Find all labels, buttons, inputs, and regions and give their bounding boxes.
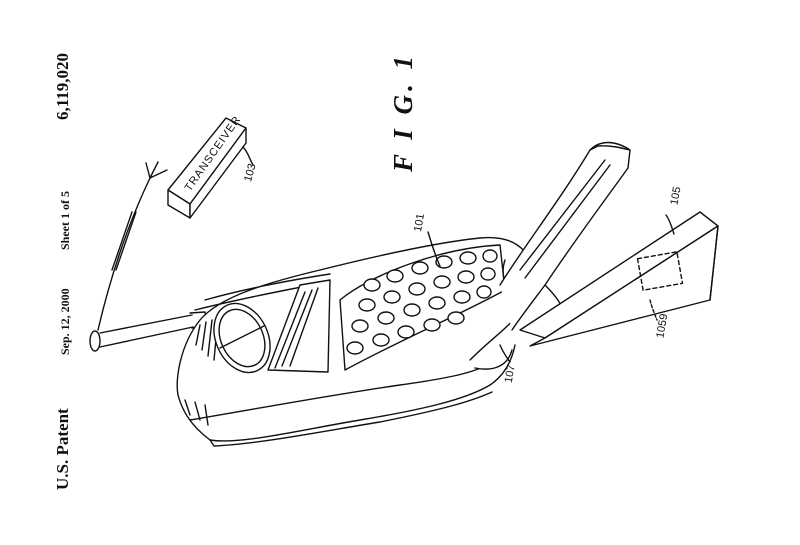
antenna [89,311,208,352]
ref-card-chip: 1059 [654,313,670,339]
keypad [339,244,506,371]
ref-keypad: 101 [412,213,427,233]
ref-transceiver: 103 [242,162,258,183]
smart-card [519,211,719,347]
ref-hinge: 107 [503,364,518,384]
transceiver-box: TRANSCEIVER [167,114,247,219]
flip-lid [469,141,631,370]
leader-103 [242,146,254,166]
ref-card: 105 [669,186,684,206]
wireless-link [97,161,168,331]
